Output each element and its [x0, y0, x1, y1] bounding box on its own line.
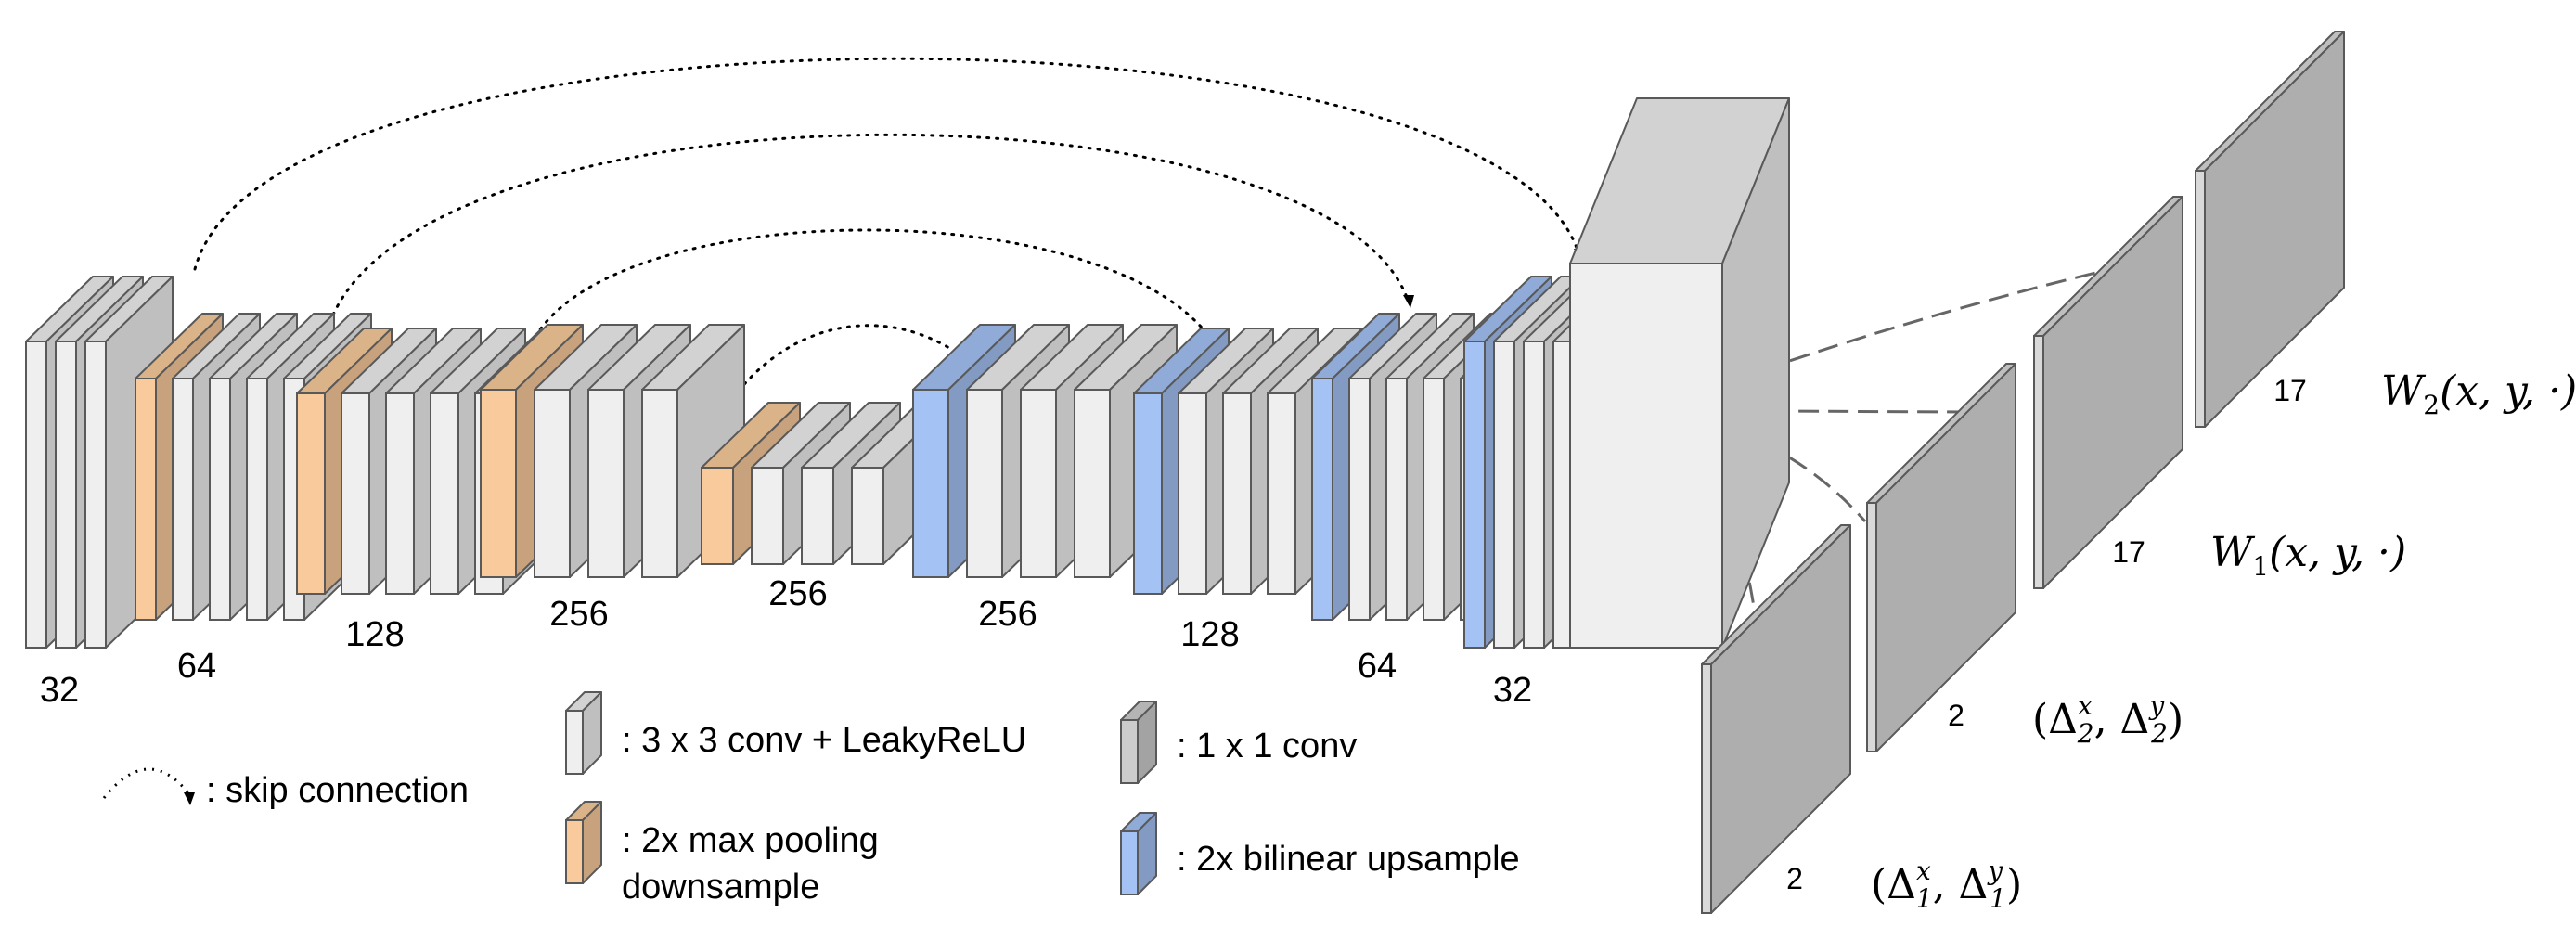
legend-conv3-text: : 3 x 3 conv + LeakyReLU [622, 721, 1026, 760]
output4-channels: 17 [2273, 374, 2307, 407]
output-map-1 [1701, 524, 1851, 914]
output3-label: W1(x, y, ·) [2210, 529, 2406, 582]
skip-arrowhead-icon [1403, 295, 1414, 308]
legend-pool: : 2x max pooling downsample [565, 801, 879, 907]
legend-pool-slab [565, 801, 602, 884]
output3-channels: 17 [2112, 535, 2145, 569]
encoder-label-32: 32 [40, 671, 79, 710]
decoder-label-256: 256 [978, 595, 1037, 634]
legend-skip-arrowhead-icon [184, 792, 195, 805]
legend-conv3: : 3 x 3 conv + LeakyReLU [565, 691, 1026, 775]
legend: : skip connection : 3 x 3 conv + LeakyRe… [102, 691, 1520, 907]
encoder-label-64: 64 [177, 647, 216, 686]
output2-channels: 2 [1948, 699, 1964, 732]
output-maps [1701, 31, 2345, 914]
legend-upsample-swatch-icon [1120, 812, 1157, 895]
legend-skip-connection-curve [102, 767, 191, 799]
legend-pool-swatch-icon [565, 801, 602, 884]
legend-conv3-slab [565, 691, 602, 775]
encoder-label-256-a: 256 [549, 595, 608, 634]
encoder-label-128: 128 [345, 615, 404, 654]
skip-connection-1 [193, 57, 1585, 271]
block-group-4 [480, 324, 745, 578]
legend-upsample-text: : 2x bilinear upsample [1177, 840, 1520, 879]
legend-conv1: : 1 x 1 conv [1120, 701, 1357, 784]
legend-pool-text: : 2x max pooling [622, 821, 879, 860]
decoder-label-32: 32 [1493, 671, 1532, 710]
legend-pool-text-2: downsample [622, 868, 819, 907]
legend-skip-text: : skip connection [206, 771, 469, 810]
output-map-2 [1866, 363, 2016, 752]
legend-skip-connection: : skip connection [102, 767, 469, 810]
output4-label: W2(x, y, ·) [2381, 367, 2576, 420]
legend-conv1-swatch-icon [1120, 701, 1157, 784]
output-map-4 [2195, 31, 2345, 428]
legend-upsample: : 2x bilinear upsample [1120, 812, 1520, 895]
network-blocks [25, 97, 1790, 649]
decoder-label-64: 64 [1358, 647, 1397, 686]
legend-conv1-text: : 1 x 1 conv [1177, 727, 1357, 765]
final-feature-map [1569, 97, 1790, 649]
legend-upsample-slab [1120, 812, 1157, 895]
encoder-label-256-b: 256 [768, 574, 827, 613]
legend-conv3-swatch-icon [565, 691, 602, 775]
output1-channels: 2 [1786, 862, 1803, 895]
decoder-label-128: 128 [1180, 615, 1239, 654]
skip-connection-2 [325, 133, 1414, 334]
legend-conv1-slab [1120, 701, 1157, 784]
output-map-3 [2033, 196, 2183, 589]
